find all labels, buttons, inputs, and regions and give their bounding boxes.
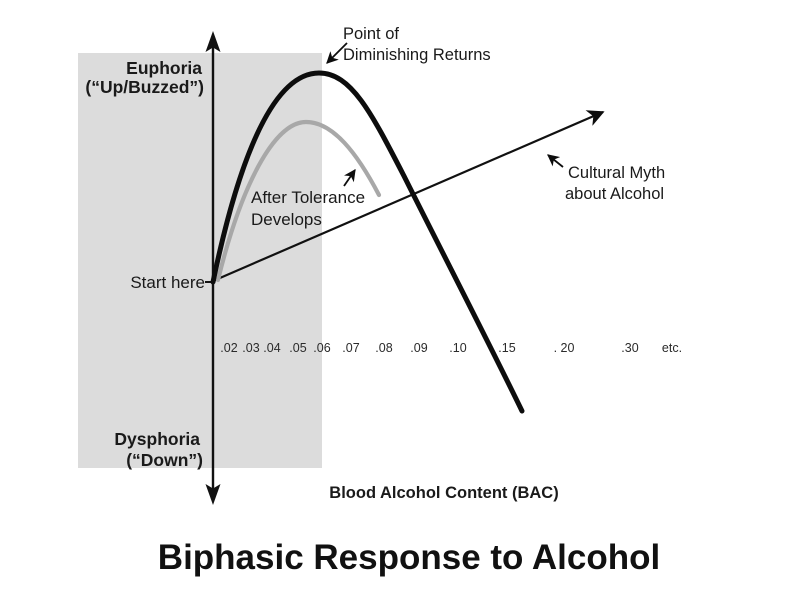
x-tick: .10 — [449, 341, 466, 355]
x-tick: .04 — [263, 341, 280, 355]
x-axis-label: Blood Alcohol Content (BAC) — [329, 484, 558, 502]
x-tick-etc: etc. — [662, 341, 682, 355]
peak-label-line1: Point of — [343, 25, 399, 43]
x-tick: .05 — [289, 341, 306, 355]
myth-label-line2: about Alcohol — [565, 185, 664, 203]
y-axis-up-arrowhead-icon — [205, 31, 221, 52]
x-tick: .03 — [242, 341, 259, 355]
x-tick: . 20 — [554, 341, 575, 355]
page-title: Biphasic Response to Alcohol — [158, 538, 660, 577]
peak-label-line2: Diminishing Returns — [343, 46, 491, 64]
euphoria-label-line1: Euphoria — [126, 58, 202, 78]
cultural-myth-line — [212, 110, 605, 283]
x-tick: .30 — [621, 341, 638, 355]
myth-annotation-arrow-icon — [547, 154, 564, 168]
x-tick: .06 — [313, 341, 330, 355]
dysphoria-label-line2: (“Down”) — [126, 450, 203, 470]
biphasic-curve — [210, 70, 525, 414]
dysphoria-label-line1: Dysphoria — [114, 429, 200, 449]
y-axis-down-arrowhead-icon — [205, 484, 221, 505]
shaded-low-bac-region — [78, 53, 322, 468]
x-tick: .02 — [220, 341, 237, 355]
x-tick: .08 — [375, 341, 392, 355]
tolerance-label-line1: After Tolerance — [251, 188, 365, 207]
myth-label-line1: Cultural Myth — [568, 164, 665, 182]
euphoria-label-line2: (“Up/Buzzed”) — [85, 77, 204, 97]
tolerance-curve — [215, 119, 382, 283]
x-tick: .09 — [410, 341, 427, 355]
x-tick: .07 — [342, 341, 359, 355]
tolerance-annotation-arrow-icon — [343, 169, 356, 187]
tolerance-label-line2: Develops — [251, 210, 322, 229]
start-here-label: Start here — [130, 273, 205, 292]
x-tick: .15 — [498, 341, 515, 355]
peak-annotation-arrow-icon — [326, 42, 348, 64]
